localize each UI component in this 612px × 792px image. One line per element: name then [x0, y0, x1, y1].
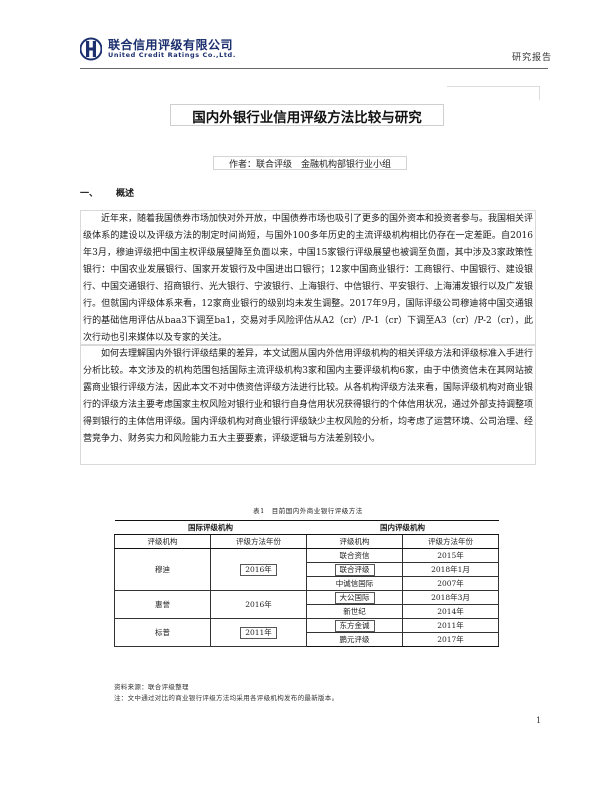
table-cell-agency: 惠誉	[114, 590, 211, 619]
table-cell-year: 2015年	[402, 548, 499, 563]
table-cell-agency-text: 联合评级	[334, 563, 375, 576]
table-caption: 表1 目前国内外商业银行评级方法	[253, 507, 363, 515]
section-number: 一、	[80, 189, 99, 199]
table-cell-year: 2017年	[402, 632, 499, 647]
decorative-frame	[447, 86, 540, 100]
column-header: 评级机构	[114, 534, 211, 549]
table-cell-year: 2016年	[210, 590, 307, 619]
table-cell-agency: 新世纪	[306, 604, 403, 619]
table-cell-agency: 鹏元评级	[306, 632, 403, 647]
table-row: 穆迪 2016年 联合资信 2015年	[114, 548, 499, 591]
section-heading: 一、 概述	[80, 186, 134, 199]
column-header: 评级机构	[306, 534, 403, 549]
group-header-intl: 国际评级机构	[114, 520, 307, 535]
table-cell-year: 2016年	[210, 548, 307, 591]
section-title: 概述	[116, 189, 135, 199]
table-cell-year: 2011年	[402, 618, 499, 633]
table-cell-agency-text: 大公国际	[334, 591, 375, 604]
table-cell-year: 2018年3月	[402, 590, 499, 605]
table-row: 新世纪 2014年	[115, 604, 499, 619]
table-cell-agency: 标普	[114, 618, 211, 647]
column-header: 评级方法年份	[402, 534, 499, 549]
table-cell-year: 2011年	[210, 618, 307, 647]
title-frame: 国内外银行业信用评级方法比较与研究	[170, 104, 444, 126]
company-name-cn: 联合信用评级有限公司	[108, 38, 234, 52]
table-cell-agency: 东方金诚	[306, 618, 403, 633]
rating-methods-table: 国际评级机构 国内评级机构 评级机构 评级方法年份 评级机构 评级方法年份 穆迪…	[114, 520, 499, 647]
author-line: 作者：联合评级 金融机构部银行业小组	[228, 160, 391, 170]
table-cell-year: 2014年	[402, 604, 499, 619]
page-number: 1	[536, 716, 542, 725]
paragraph: 如何去理解国内外银行评级结果的差异，本文试图从国内外信用评级机构的相关评级方法和…	[80, 345, 536, 465]
table-cell-year-text: 2011年	[240, 626, 277, 639]
table-row: 鹏元评级 2017年	[115, 632, 499, 647]
table-cell-agency: 穆迪	[114, 548, 211, 591]
source-note: 资料来源：联合评级整理	[114, 683, 189, 691]
table-row: 标普 2011年 东方金诚 2011年	[114, 618, 499, 647]
table-cell-agency: 大公国际	[306, 590, 403, 605]
table-cell-year-text: 2016年	[240, 563, 277, 576]
company-name-en: United Credit Ratings Co.,Ltd.	[108, 51, 236, 59]
table-cell-agency: 联合评级	[306, 562, 403, 577]
column-header: 评级方法年份	[210, 534, 307, 549]
table-cell-year: 2018年1月	[402, 562, 499, 577]
document-title: 国内外银行业信用评级方法比较与研究	[192, 110, 422, 126]
author-frame: 作者：联合评级 金融机构部银行业小组	[213, 156, 407, 170]
table-cell-agency: 中诚信国际	[306, 576, 403, 591]
header-divider	[80, 68, 548, 69]
company-logo-icon	[80, 37, 102, 61]
table-cell-agency-text: 东方金诚	[334, 619, 375, 632]
doc-type-label: 研究报告	[511, 53, 552, 63]
paragraph: 近年来，随着我国债券市场加快对外开放，中国债券市场也吸引了更多的国外资本和投资者…	[80, 210, 536, 345]
table-cell-agency: 联合资信	[306, 548, 403, 563]
table-cell-year: 2007年	[402, 576, 499, 591]
page-header: 联合信用评级有限公司 United Credit Ratings Co.,Ltd…	[80, 34, 552, 74]
group-header-domestic: 国内评级机构	[306, 520, 499, 535]
table-row: 惠誉 2016年 大公国际 2018年3月	[114, 590, 499, 619]
footnote: 注：文中通过对比的商业银行评级方法均采用各评级机构发布的最新版本。	[114, 694, 339, 702]
